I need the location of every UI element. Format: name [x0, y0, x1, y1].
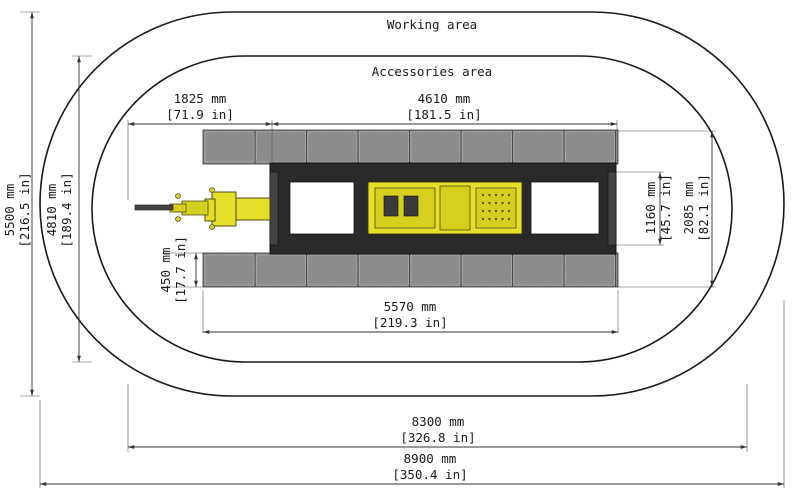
svg-text:[71.9 in]: [71.9 in]	[166, 107, 234, 122]
working-area-outline	[39, 11, 785, 397]
svg-text:4810 mm: 4810 mm	[44, 184, 59, 237]
dim-5500: 5500 mm [216.5 in]	[2, 12, 34, 396]
dim-2085: 2085 mm [82.1 in]	[681, 131, 714, 287]
working-area-label: Working area	[387, 17, 477, 32]
track-pads	[204, 253, 616, 287]
dim-450: 450 mm [17.7 in]	[158, 236, 198, 304]
svg-text:[216.5 in]: [216.5 in]	[17, 172, 32, 247]
boom-arm	[134, 187, 271, 230]
svg-text:450 mm: 450 mm	[158, 247, 173, 292]
svg-text:[17.7 in]: [17.7 in]	[173, 236, 188, 304]
machine-body	[367, 181, 523, 235]
svg-text:[82.1 in]: [82.1 in]	[696, 174, 711, 242]
dim-1825: 1825 mm [71.9 in]	[128, 91, 272, 126]
svg-text:1160 mm: 1160 mm	[643, 182, 658, 235]
svg-text:[189.4 in]: [189.4 in]	[59, 172, 74, 247]
svg-text:1825 mm: 1825 mm	[174, 91, 227, 106]
svg-text:2085 mm: 2085 mm	[681, 182, 696, 235]
dim-8900: 8900 mm [350.4 in]	[40, 451, 784, 486]
upper-track	[202, 129, 619, 165]
dim-4610: 4610 mm [181.5 in]	[272, 91, 617, 126]
svg-text:[45.7 in]: [45.7 in]	[658, 174, 673, 242]
svg-text:5570 mm: 5570 mm	[384, 299, 437, 314]
svg-text:4610 mm: 4610 mm	[418, 91, 471, 106]
dim-1160: 1160 mm [45.7 in]	[643, 172, 673, 245]
dim-8300: 8300 mm [326.8 in]	[128, 414, 747, 449]
accessories-area-outline	[91, 55, 733, 363]
track-pads	[204, 130, 616, 164]
svg-text:[219.3 in]: [219.3 in]	[372, 315, 447, 330]
svg-text:[350.4 in]: [350.4 in]	[392, 467, 467, 482]
svg-text:8300 mm: 8300 mm	[412, 414, 465, 429]
svg-text:[181.5 in]: [181.5 in]	[406, 107, 481, 122]
svg-text:[326.8 in]: [326.8 in]	[400, 430, 475, 445]
dim-4810: 4810 mm [189.4 in]	[44, 56, 81, 362]
svg-text:5500 mm: 5500 mm	[2, 184, 17, 237]
lower-track	[202, 252, 619, 288]
svg-text:8900 mm: 8900 mm	[404, 451, 457, 466]
dim-5570: 5570 mm [219.3 in]	[203, 299, 618, 334]
accessories-area-label: Accessories area	[372, 64, 492, 79]
